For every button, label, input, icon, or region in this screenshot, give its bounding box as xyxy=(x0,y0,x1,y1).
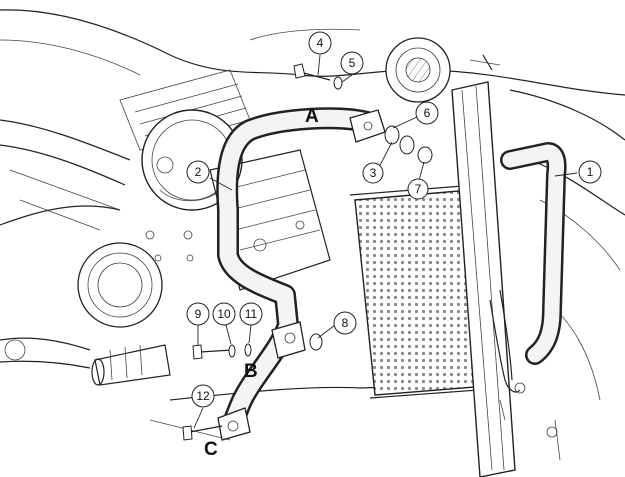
bolt-part-12 xyxy=(182,425,223,441)
callout-8-label: 8 xyxy=(342,316,349,330)
callout-12: 12 xyxy=(191,384,215,408)
callout-10-label: 10 xyxy=(217,307,231,321)
spacer-part-3 xyxy=(384,125,400,145)
callout-9-label: 9 xyxy=(195,307,202,321)
spacer-part-8 xyxy=(309,333,323,351)
callout-2-label: 2 xyxy=(195,165,202,179)
callout-10: 10 xyxy=(212,302,236,326)
headlight xyxy=(385,37,451,103)
callout-6: 6 xyxy=(415,101,439,125)
callout-7-label: 7 xyxy=(415,182,422,196)
callout-4: 4 xyxy=(308,31,332,55)
callout-3: 3 xyxy=(362,162,384,184)
callout-11: 11 xyxy=(239,302,263,326)
bolt-part-4 xyxy=(293,63,331,81)
callout-8: 8 xyxy=(333,311,357,335)
callout-1: 1 xyxy=(578,160,602,184)
callout-4-label: 4 xyxy=(317,36,324,50)
front-fork xyxy=(451,81,516,477)
callout-12-label: 12 xyxy=(196,389,210,403)
washer-part-5 xyxy=(333,76,343,90)
engine-guard-bar-left xyxy=(216,107,386,441)
callout-5-label: 5 xyxy=(349,56,356,70)
callout-3-label: 3 xyxy=(370,166,377,180)
callout-1-label: 1 xyxy=(587,165,594,179)
engine-side-cover-lower xyxy=(77,242,163,328)
bolt-part-9 xyxy=(192,344,233,360)
callout-9: 9 xyxy=(186,302,210,326)
bolt-cluster xyxy=(145,230,194,262)
callout-7: 7 xyxy=(407,178,429,200)
callout-11-label: 11 xyxy=(245,307,258,321)
washer-part-11 xyxy=(244,343,252,357)
point-c-label: C xyxy=(204,439,218,460)
motorcycle-background xyxy=(0,9,625,477)
washer-part-10 xyxy=(228,344,236,358)
callout-6-label: 6 xyxy=(424,106,431,120)
callout-5: 5 xyxy=(340,51,364,75)
point-a-label: A xyxy=(305,106,319,127)
footpeg xyxy=(91,344,171,386)
nut-part-7 xyxy=(399,135,433,164)
point-b-label: B xyxy=(244,361,258,382)
engine-guard-bar-right xyxy=(500,142,567,365)
callout-2: 2 xyxy=(186,160,210,184)
